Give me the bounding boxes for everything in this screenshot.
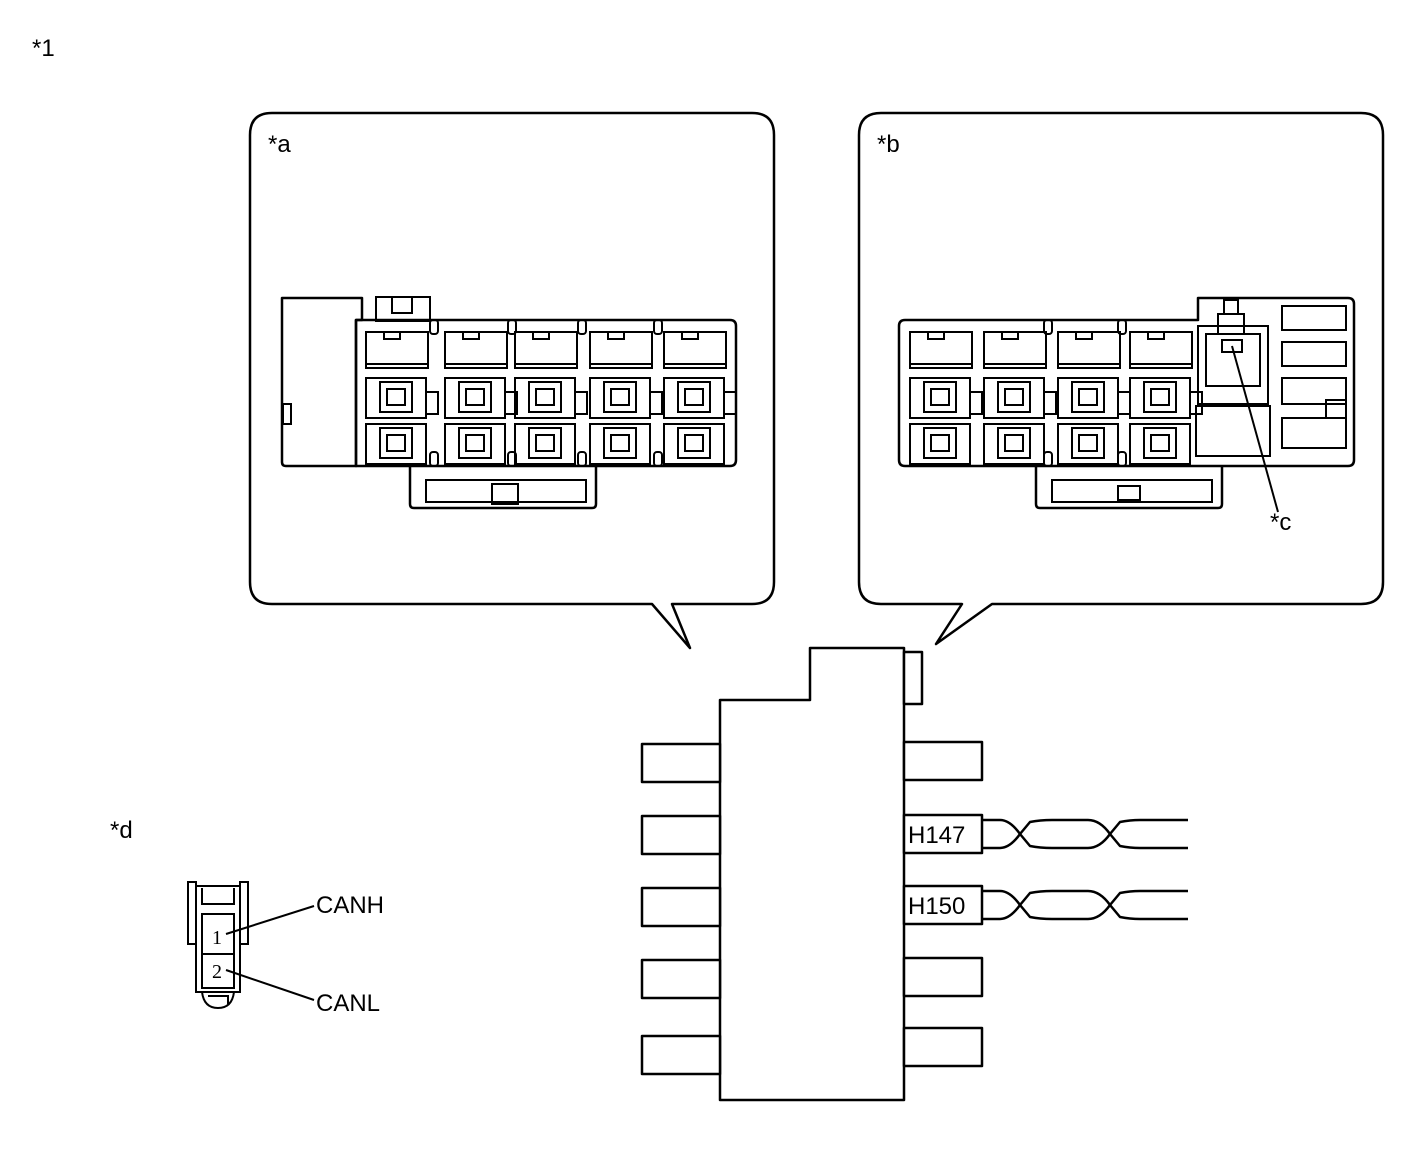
figure-label: *1 xyxy=(32,35,55,62)
callout-label-a: *a xyxy=(268,131,291,158)
leader-line-canh xyxy=(225,905,315,935)
signal-label-canh: CANH xyxy=(316,892,384,919)
harness-label-h147: H147 xyxy=(908,822,965,849)
ecu-body: H147 H150 xyxy=(640,646,1188,1102)
callout-label-c: *c xyxy=(1270,509,1291,536)
callout-label-d: *d xyxy=(110,817,133,844)
can-connector: *d 1 2 CANH CANL xyxy=(110,817,384,1017)
leader-line-c xyxy=(1231,345,1279,513)
callout-bubble-b: *b *c xyxy=(857,111,1385,646)
can-pin-2: 2 xyxy=(212,961,222,983)
callout-label-b: *b xyxy=(877,131,900,158)
connector-face-b: *c xyxy=(897,296,1356,536)
ecu-right-connectors xyxy=(902,740,984,1068)
harness-connector-h150: H150 xyxy=(902,884,1188,926)
signal-label-canl: CANL xyxy=(316,990,380,1017)
connector-face-a xyxy=(280,296,738,510)
harness-connector-h147: H147 xyxy=(902,813,1188,855)
callout-bubble-a: *a xyxy=(248,111,776,650)
can-pin-1: 1 xyxy=(212,927,222,949)
harness-label-h150: H150 xyxy=(908,893,965,920)
leader-line-canl xyxy=(225,969,315,1001)
ecu-left-connectors xyxy=(640,742,722,1076)
